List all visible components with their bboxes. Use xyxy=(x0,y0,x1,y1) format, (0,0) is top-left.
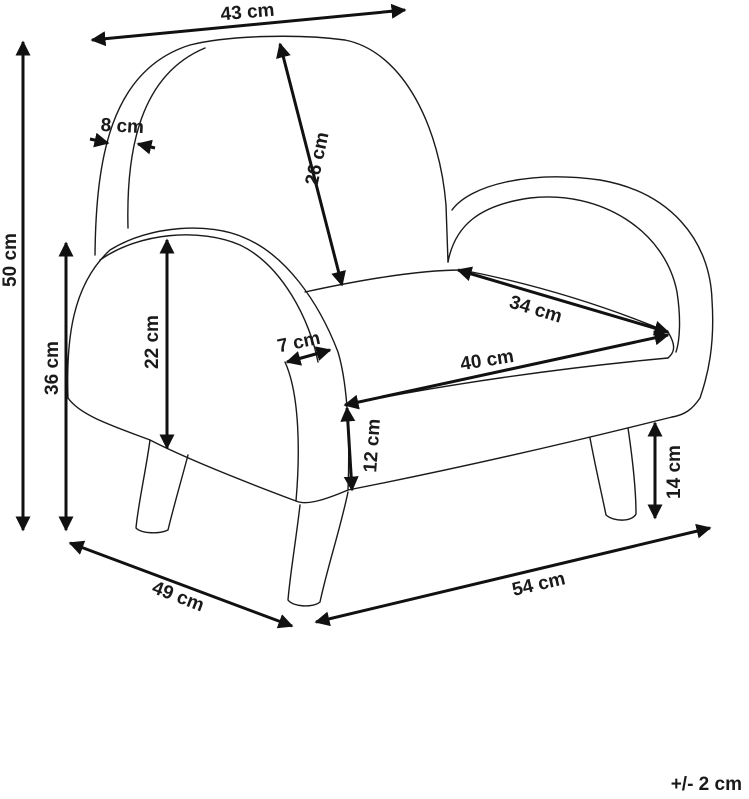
dim-line-depth xyxy=(68,540,294,629)
back-left-leg xyxy=(135,439,189,534)
label-seat-cushion-height: 12 cm xyxy=(360,418,385,473)
dim-line-seat-width xyxy=(343,330,670,410)
dim-line-back-width xyxy=(90,3,407,47)
dim-line-arm-thickness xyxy=(285,346,332,366)
seat-front-bottom-edge xyxy=(347,416,673,491)
label-seat-depth: 34 cm xyxy=(507,292,565,328)
dimension-lines xyxy=(15,3,712,629)
label-leg-height: 14 cm xyxy=(664,445,685,499)
label-total-height: 50 cm xyxy=(0,233,21,287)
dim-line-backrest-height xyxy=(276,42,346,287)
label-arm-inner-height: 22 cm xyxy=(142,315,163,369)
dim-line-seat-cushion-height xyxy=(340,406,359,492)
backrest-outline xyxy=(94,35,449,263)
left-arm-front-edge xyxy=(284,361,299,502)
label-backrest-height: 26 cm xyxy=(302,130,334,187)
label-back-width: 43 cm xyxy=(220,0,276,25)
label-back-thickness: 8 cm xyxy=(100,115,144,138)
dim-line-seat-depth xyxy=(456,266,670,336)
label-arm-height: 36 cm xyxy=(42,341,63,395)
backrest-inner-edge xyxy=(127,47,206,229)
left-arm-inner-edge xyxy=(99,234,319,363)
back-right-leg xyxy=(589,427,637,521)
dim-line-width xyxy=(314,523,712,627)
dim-line-back-thickness-left xyxy=(89,132,110,148)
armchair-drawing xyxy=(66,35,714,607)
front-left-leg xyxy=(287,491,349,607)
tolerance-note: +/- 2 cm xyxy=(671,774,742,795)
right-arm-outline xyxy=(451,176,714,418)
left-arm-outline xyxy=(66,227,350,504)
right-arm-inner-edge xyxy=(447,196,681,353)
dim-line-back-thickness-right xyxy=(136,139,156,155)
